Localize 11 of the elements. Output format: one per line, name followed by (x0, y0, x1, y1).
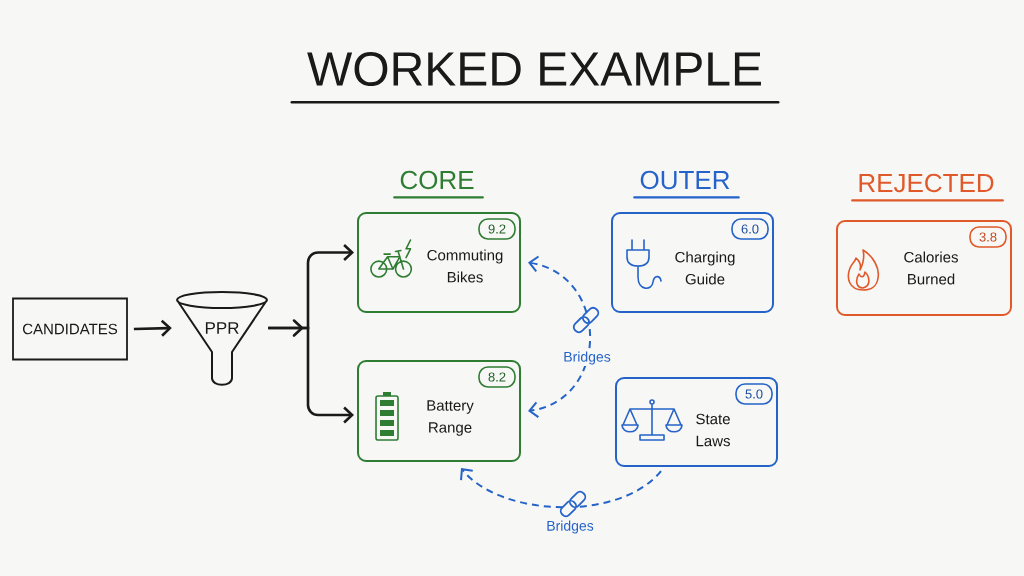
funnel: PPR (176, 291, 268, 386)
title: WORKED EXAMPLE (290, 52, 780, 104)
score-badge: 6.0 (731, 218, 769, 240)
text-box: CANDIDATES (12, 297, 128, 361)
score-badge: 8.2 (478, 366, 516, 388)
score-badge: 9.2 (478, 218, 516, 240)
score-badge: 3.8 (969, 226, 1007, 248)
heading: OUTER (633, 170, 740, 199)
heading: REJECTED (851, 173, 1004, 202)
score-badge: 5.0 (735, 383, 773, 405)
heading: CORE (393, 170, 484, 199)
